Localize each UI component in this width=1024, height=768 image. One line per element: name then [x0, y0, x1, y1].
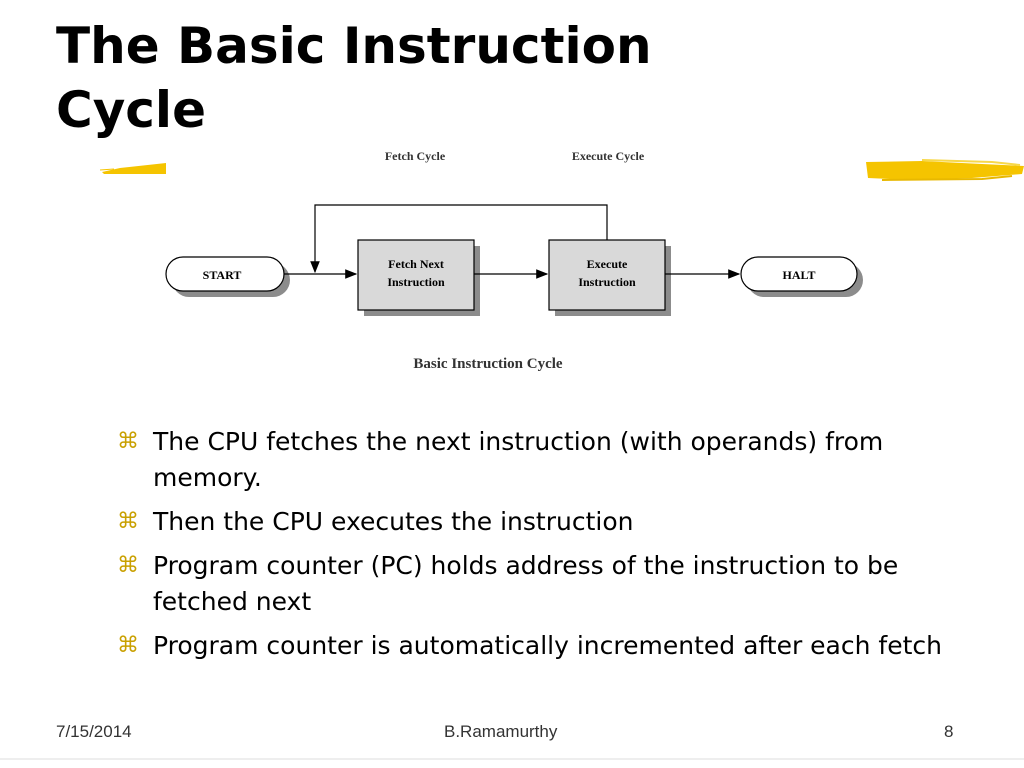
bullet-item: ⌘ Then the CPU executes the instruction [117, 504, 997, 540]
halt-terminal: HALT [740, 256, 863, 297]
instruction-cycle-diagram: Fetch Cycle Execute Cycle START Fetch Ne… [165, 149, 863, 372]
slide-title-line-2: Cycle [56, 81, 206, 139]
execute-box-line-2: Instruction [578, 275, 636, 289]
yellow-brush-stroke-left [100, 163, 166, 174]
fetch-box-line-1: Fetch Next [388, 257, 444, 271]
halt-label: HALT [783, 268, 816, 282]
command-key-bullet-icon: ⌘ [117, 429, 139, 454]
execute-cycle-label: Execute Cycle [572, 149, 645, 163]
diagram-caption: Basic Instruction Cycle [413, 356, 563, 372]
footer-page-number: 8 [944, 722, 954, 741]
bottom-divider [0, 758, 1024, 760]
footer-date: 7/15/2014 [56, 722, 132, 741]
fetch-box-line-2: Instruction [387, 275, 445, 289]
footer-author: B.Ramamurthy [444, 722, 558, 741]
bullet-text: Program counter is automatically increme… [153, 631, 942, 660]
execute-box-line-1: Execute [587, 257, 628, 271]
bullet-text: The CPU fetches the next instruction (wi… [153, 427, 884, 492]
bullet-item: ⌘ Program counter is automatically increm… [117, 628, 997, 664]
bullet-text: Program counter (PC) holds address of th… [153, 551, 899, 616]
bullet-item: ⌘ Program counter (PC) holds address of t… [117, 548, 997, 620]
command-key-bullet-icon: ⌘ [117, 633, 139, 658]
command-key-bullet-icon: ⌘ [117, 509, 139, 534]
start-terminal: START [165, 256, 290, 297]
slide-title: The Basic Instruction Cycle [56, 14, 652, 142]
bullet-item: ⌘ The CPU fetches the next instruction (w… [117, 424, 997, 496]
slide-title-line-1: The Basic Instruction [56, 17, 652, 75]
fetch-next-instruction-box: Fetch Next Instruction [357, 239, 480, 316]
loop-back-arrow [310, 204, 608, 274]
command-key-bullet-icon: ⌘ [117, 553, 139, 578]
bullet-list: ⌘ The CPU fetches the next instruction (w… [117, 424, 997, 672]
fetch-cycle-label: Fetch Cycle [385, 149, 446, 163]
start-label: START [203, 268, 242, 282]
execute-instruction-box: Execute Instruction [548, 239, 671, 316]
yellow-brush-stroke-right [866, 159, 1024, 181]
bullet-text: Then the CPU executes the instruction [153, 507, 634, 536]
